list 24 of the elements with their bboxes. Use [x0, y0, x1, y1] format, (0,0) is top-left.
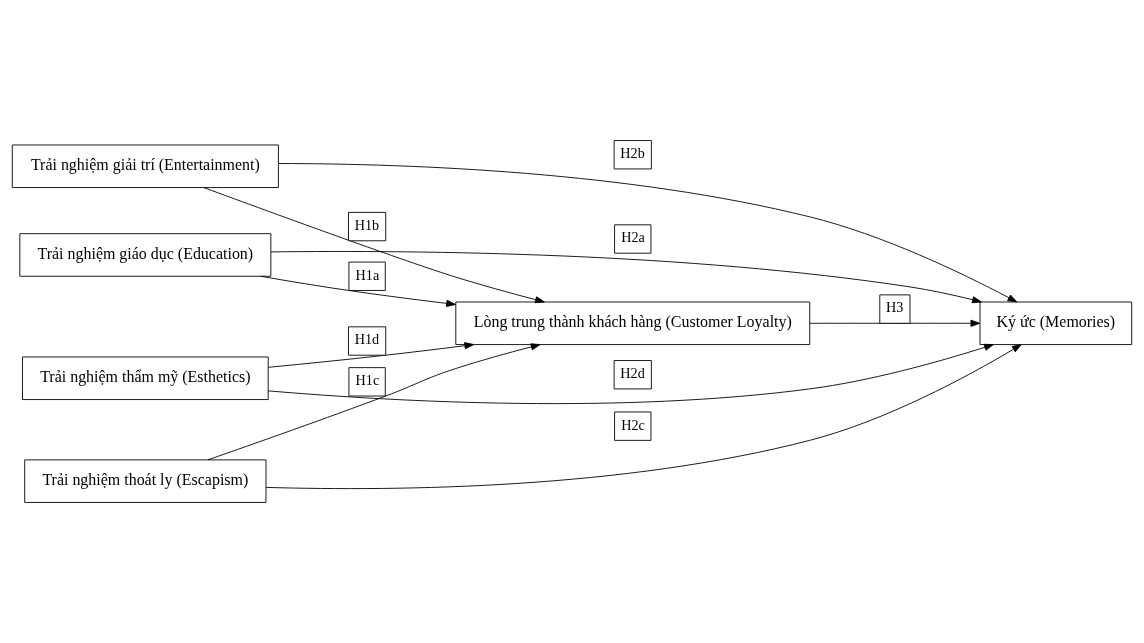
edge-label: H2d: [620, 365, 645, 382]
arrow: [207, 343, 541, 461]
node-box: Lòng trung thành khách hàng (Customer Loyalty): [455, 301, 811, 345]
arrow: [203, 187, 545, 304]
edge-label: H2b: [620, 145, 645, 162]
arrow: [268, 342, 475, 368]
arrow: [260, 275, 456, 307]
edge-label: H1d: [354, 331, 380, 348]
arrow: [270, 251, 982, 304]
edge-label: H1a: [355, 266, 380, 283]
edge-label: H3: [886, 299, 904, 316]
node-box: Trải nghiệm thoát ly (Escapism): [24, 459, 267, 503]
arrow: [265, 344, 1022, 490]
edge-label: H2c: [621, 416, 645, 433]
node-box: Trải nghiệm giải trí (Entertainment): [11, 144, 279, 188]
node-box: Trải nghiệm giáo dục (Education): [19, 233, 272, 277]
edge-label: H1c: [355, 372, 380, 389]
edge-label: H1b: [354, 216, 380, 233]
arrow: [267, 343, 994, 405]
node-box: Trải nghiệm thẩm mỹ (Esthetics): [22, 356, 269, 400]
edge-label: H2a: [621, 229, 645, 246]
arrow: [278, 163, 1018, 303]
node-box: Ký ức (Memories): [979, 301, 1133, 345]
arrow: [809, 319, 981, 327]
